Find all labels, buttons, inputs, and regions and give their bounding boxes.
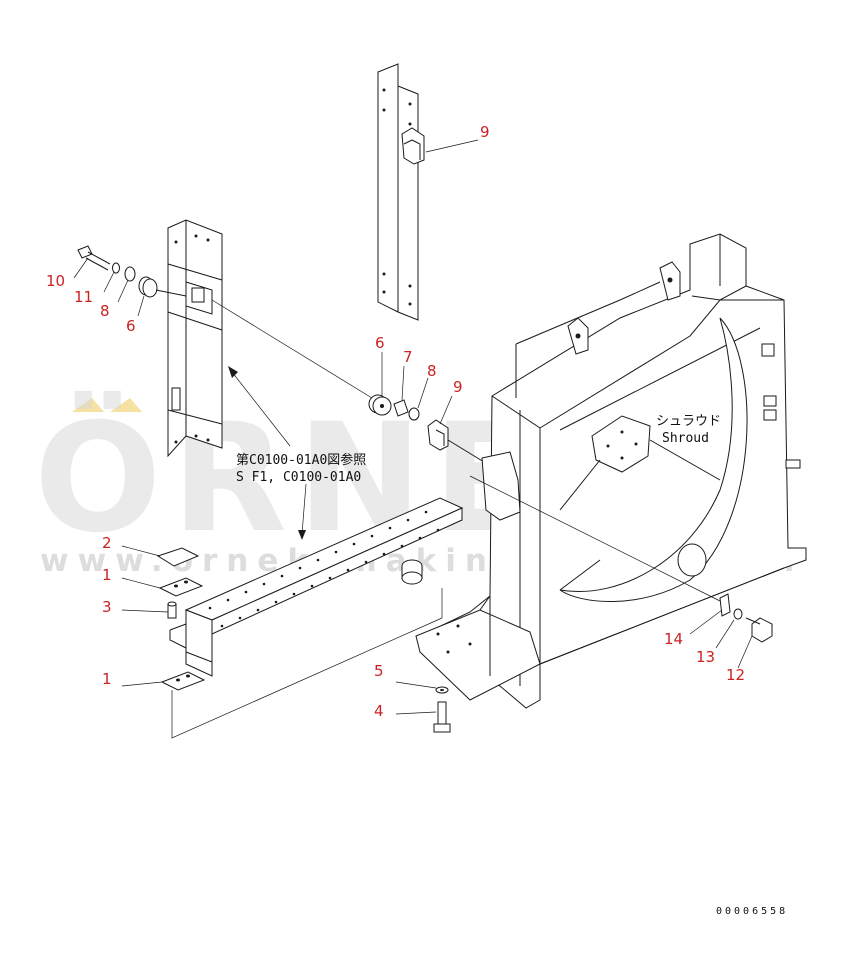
callout-1-lower: 1 [102, 670, 112, 688]
callout-5: 5 [374, 662, 384, 680]
reference-arrow-a [228, 366, 291, 447]
left-fastener-stack [77, 245, 187, 298]
callout-labels: 9 10 11 8 6 6 7 8 9 2 1 3 1 5 4 14 13 12 [46, 123, 745, 720]
upper-bracket [377, 63, 425, 321]
shroud-label-jp: シュラウド [656, 414, 721, 429]
leader-lines [73, 139, 753, 715]
callout-7: 7 [403, 348, 413, 366]
callout-12: 12 [726, 666, 745, 684]
reference-note-line1: 第C0100-01A0図参照 [236, 452, 366, 468]
lower-cross-member [169, 497, 464, 677]
callout-2: 2 [102, 534, 112, 552]
callout-14: 14 [664, 630, 683, 648]
callout-6-left: 6 [126, 317, 136, 335]
small-parts-left [156, 547, 443, 739]
assembly-line-a [211, 299, 373, 399]
callout-9-center: 9 [453, 378, 463, 396]
callout-8-left: 8 [100, 302, 110, 320]
callout-8-center: 8 [427, 362, 437, 380]
right-fastener-stack [719, 593, 773, 643]
callout-1-upper: 1 [102, 566, 112, 584]
bottom-bolt-stack [433, 686, 451, 733]
shroud-assembly [415, 233, 807, 709]
reference-arrow-b [298, 483, 307, 540]
watermark-accent-left [72, 398, 104, 412]
callout-3: 3 [102, 598, 112, 616]
callout-11: 11 [74, 288, 93, 306]
center-fastener-stack [368, 394, 485, 463]
callout-13: 13 [696, 648, 715, 666]
callout-10: 10 [46, 272, 65, 290]
left-vertical-member [167, 219, 223, 458]
notes: 第C0100-01A0図参照 S F1, C0100-01A0 シュラウド Sh… [236, 414, 788, 917]
callout-6-center: 6 [375, 334, 385, 352]
watermark-accent-right [110, 398, 142, 412]
reference-note-line2: S F1, C0100-01A0 [236, 470, 361, 485]
callout-4: 4 [374, 702, 384, 720]
drawing-number: 00006558 [716, 906, 788, 917]
shroud-label-en: Shroud [662, 431, 709, 446]
callout-9-top: 9 [480, 123, 490, 141]
